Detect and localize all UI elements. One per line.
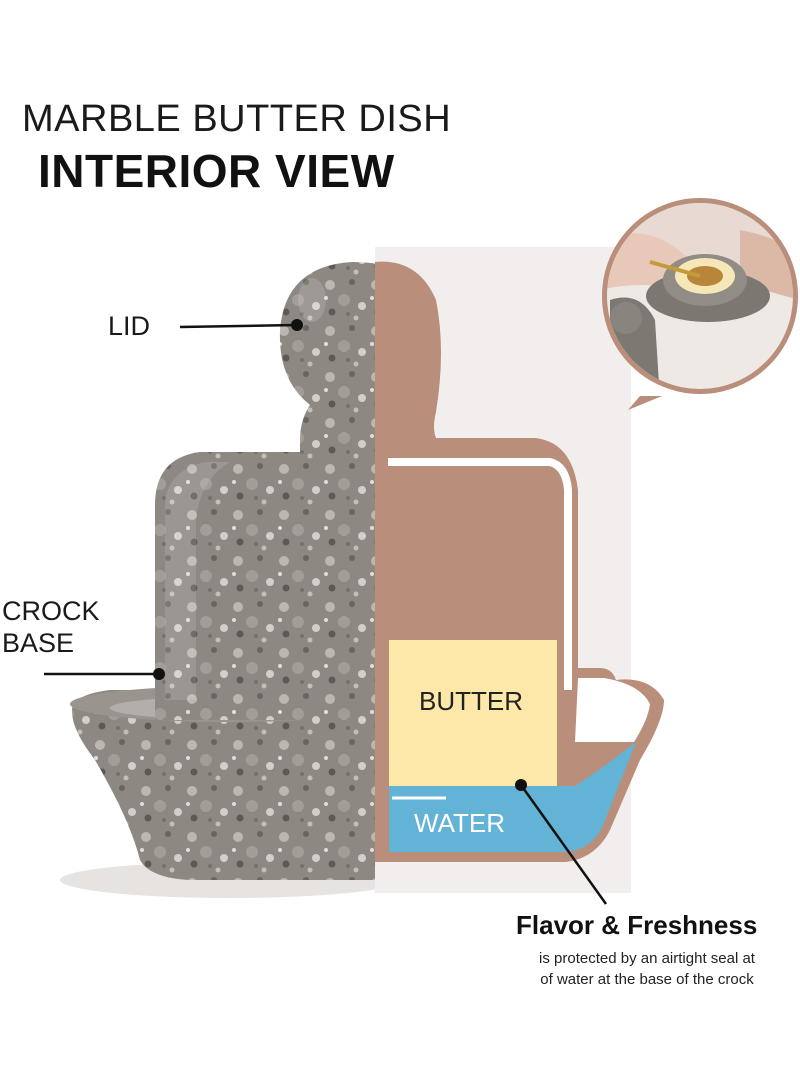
- water-fill: [389, 742, 636, 852]
- title-line-1: MARBLE BUTTER DISH: [22, 98, 452, 140]
- lid-gap: [388, 458, 572, 690]
- marble-dish: [70, 262, 378, 880]
- callout-body-line-2: of water at the base of the crock: [540, 971, 754, 988]
- butter-fill: [389, 640, 557, 786]
- leader-lines: [44, 319, 608, 905]
- lid-label: LID: [108, 311, 151, 341]
- crock-label: CROCK: [2, 596, 100, 626]
- inset-photo: [602, 198, 798, 410]
- dish-interior: [575, 678, 650, 742]
- butter-label: BUTTER: [419, 686, 523, 716]
- callout-heading: Flavor & Freshness: [516, 910, 758, 940]
- callout-body-line-1: is protected by an airtight seal at: [539, 950, 755, 967]
- water-label: WATER: [414, 808, 505, 838]
- title-line-2: INTERIOR VIEW: [38, 145, 395, 197]
- base-label: BASE: [2, 628, 75, 658]
- callout-body: is protected by an airtight seal at of w…: [502, 948, 792, 990]
